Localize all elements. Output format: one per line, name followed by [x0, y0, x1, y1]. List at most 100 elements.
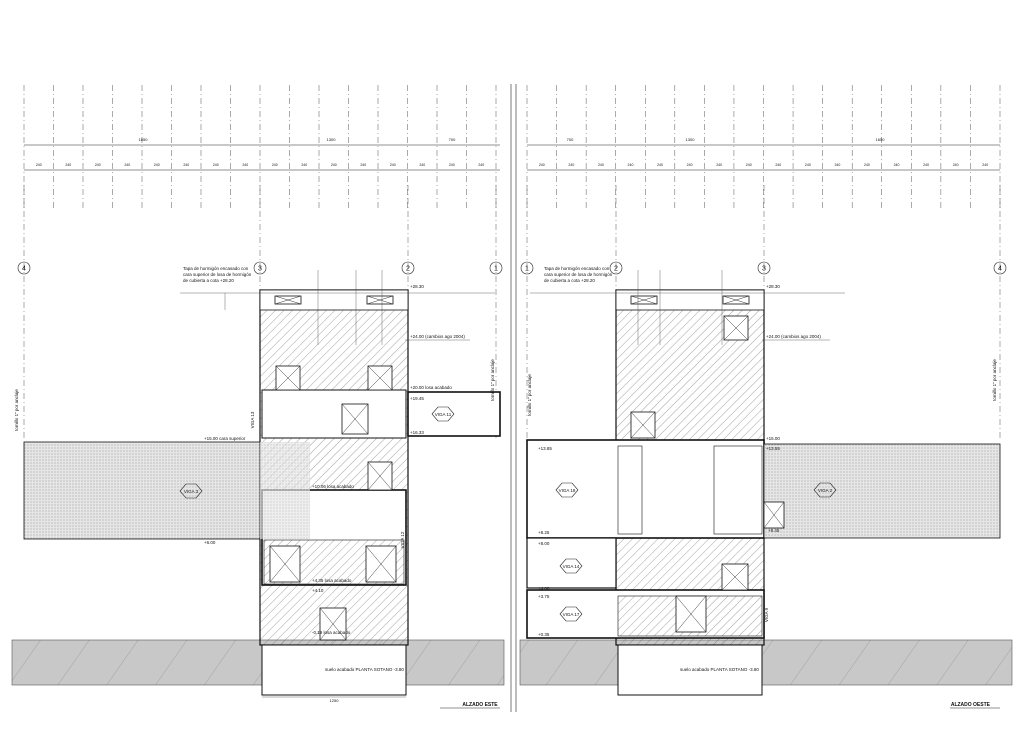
left-sheet-title: ALZADO ESTE	[462, 702, 498, 708]
right-level-800: +8.00	[538, 541, 550, 546]
left-level-1945: +19.45	[410, 396, 424, 401]
left-axis-bubble-2	[401, 261, 415, 275]
right-level-400: +4.00	[538, 586, 550, 591]
right-basement	[617, 644, 763, 696]
right-axis-label-3: 3	[762, 266, 766, 273]
left-overall-dim-1: 1650	[139, 137, 149, 142]
right-level-1385: +13.85	[538, 446, 552, 451]
left-module-dim-label: 240	[301, 163, 307, 167]
right-module-dim-labels: 240 240 240 240 240 240 240 240 240 240 240 240 240 2…	[539, 163, 988, 167]
right-opening-boxes	[630, 295, 785, 633]
right-level-1355: +13.55	[766, 446, 780, 451]
left-level-1006: +10.06 losa acabado	[312, 484, 354, 489]
left-level-1500: +15.00 cara superior	[204, 436, 246, 441]
left-viga-12-label: VIGA 12	[400, 531, 405, 548]
left-module-dim-label: 240	[419, 163, 425, 167]
right-module-dim-label: 240	[805, 163, 811, 167]
left-viga-11-tag	[431, 406, 455, 422]
left-level-2400: +24.00 (cambios ago 2004)	[410, 334, 465, 339]
left-note-line-2: cara superior de losa de hormigón	[183, 272, 252, 277]
right-level-2400: +24.00 (cambios ago 2004)	[766, 334, 821, 339]
right-ground	[519, 639, 1013, 686]
left-module-dim-label: 240	[478, 163, 484, 167]
right-module-dim-label: 240	[834, 163, 840, 167]
right-opening-side	[763, 501, 785, 529]
left-level-1633: +16.33	[410, 430, 424, 435]
right-level-top: +28.30	[766, 284, 780, 289]
right-sheet-title: ALZADO OESTE	[951, 702, 991, 708]
right-axis-bubble-4	[993, 261, 1007, 275]
right-module-dim-label: 240	[687, 163, 693, 167]
right-viga-17-label: VIGA 17	[563, 612, 580, 617]
right-viga-9-label: VIGA 9	[764, 607, 769, 622]
right-note-line-3: de cubierta a cota +28.20	[544, 278, 595, 283]
right-module-dim-label: 240	[568, 163, 574, 167]
right-overall-dim-1: 700	[567, 137, 574, 142]
right-module-dim-label: 240	[716, 163, 722, 167]
left-opening-mid	[341, 403, 369, 435]
right-axis-label-1: 1	[525, 266, 529, 273]
right-note-line-1: Tapa de hormigón encasado con	[544, 266, 610, 271]
right-module-dim-label: 240	[539, 163, 545, 167]
right-viga-18-tag	[555, 482, 579, 498]
left-opening-base	[319, 607, 347, 641]
left-module-dim-label: 240	[183, 163, 189, 167]
right-roof-band	[615, 289, 765, 311]
right-module-dim-label: 240	[864, 163, 870, 167]
left-level-top: +28.30	[410, 284, 424, 289]
right-roof-opening-1	[630, 295, 658, 305]
right-module-dim-label: 240	[657, 163, 663, 167]
left-void-upper	[261, 389, 407, 439]
right-side-note: tornillo 1" por anclaje	[527, 374, 532, 416]
right-overall-dim-2: 1300	[686, 137, 696, 142]
left-axis-label-2: 2	[406, 266, 410, 273]
left-module-dim-label: 240	[65, 163, 71, 167]
left-roof-band	[259, 289, 409, 311]
left-opening-lower	[367, 461, 393, 491]
left-module-dim-label: 240	[331, 163, 337, 167]
right-level-825: +8.25	[538, 530, 550, 535]
right-opening-bottom	[675, 595, 707, 633]
left-axis-label-3: 3	[258, 266, 262, 273]
left-roof-opening-2	[366, 295, 394, 305]
left-module-dim-label: 240	[213, 163, 219, 167]
right-beam-viga-2	[763, 443, 1001, 539]
left-axis-label-4: 4	[22, 266, 26, 273]
left-viga-3-tag	[179, 483, 203, 499]
right-module-dim-label: 240	[598, 163, 604, 167]
left-ground	[11, 639, 505, 686]
right-module-dim-label: 240	[746, 163, 752, 167]
left-opening-bottom-2	[365, 545, 397, 583]
right-level-1500: +15.00	[766, 436, 780, 441]
left-basement	[261, 644, 407, 696]
right-module-dim-label: 240	[775, 163, 781, 167]
right-viga-14-label: VIGA 14	[563, 564, 580, 569]
left-note-line-1: Tapa de hormigón encasado con	[183, 266, 249, 271]
right-axis-label-4: 4	[998, 266, 1002, 273]
left-level-basement: suelo acabado PLANTA SOTANO -3.80	[325, 667, 404, 672]
right-opening-upper	[723, 315, 749, 341]
left-viga-3-label: VIGA 3	[184, 489, 199, 494]
right-axis-bubble-3	[757, 261, 771, 275]
right-opening-lower	[721, 563, 749, 591]
right-module-dim-label: 240	[628, 163, 634, 167]
right-module-dim-label: 240	[923, 163, 929, 167]
right-axis-label-2: 2	[614, 266, 618, 273]
right-module-dim-label: 240	[953, 163, 959, 167]
left-module-dim-label: 240	[449, 163, 455, 167]
left-level-600: +6.00	[204, 540, 216, 545]
right-viga-18-label: VIGA 18	[559, 488, 576, 493]
left-module-dim-label: 240	[272, 163, 278, 167]
left-roof-opening-1	[274, 295, 302, 305]
right-column-left	[617, 445, 643, 535]
right-overall-dim-3: 1650	[876, 137, 886, 142]
right-axis-bubble-1	[520, 261, 534, 275]
left-opening-upper-2	[367, 365, 393, 391]
left-axis-label-1: 1	[494, 266, 498, 273]
right-roof-opening-2	[722, 295, 750, 305]
right-note-line-2: cara superior de losa de hormigón	[544, 272, 613, 277]
